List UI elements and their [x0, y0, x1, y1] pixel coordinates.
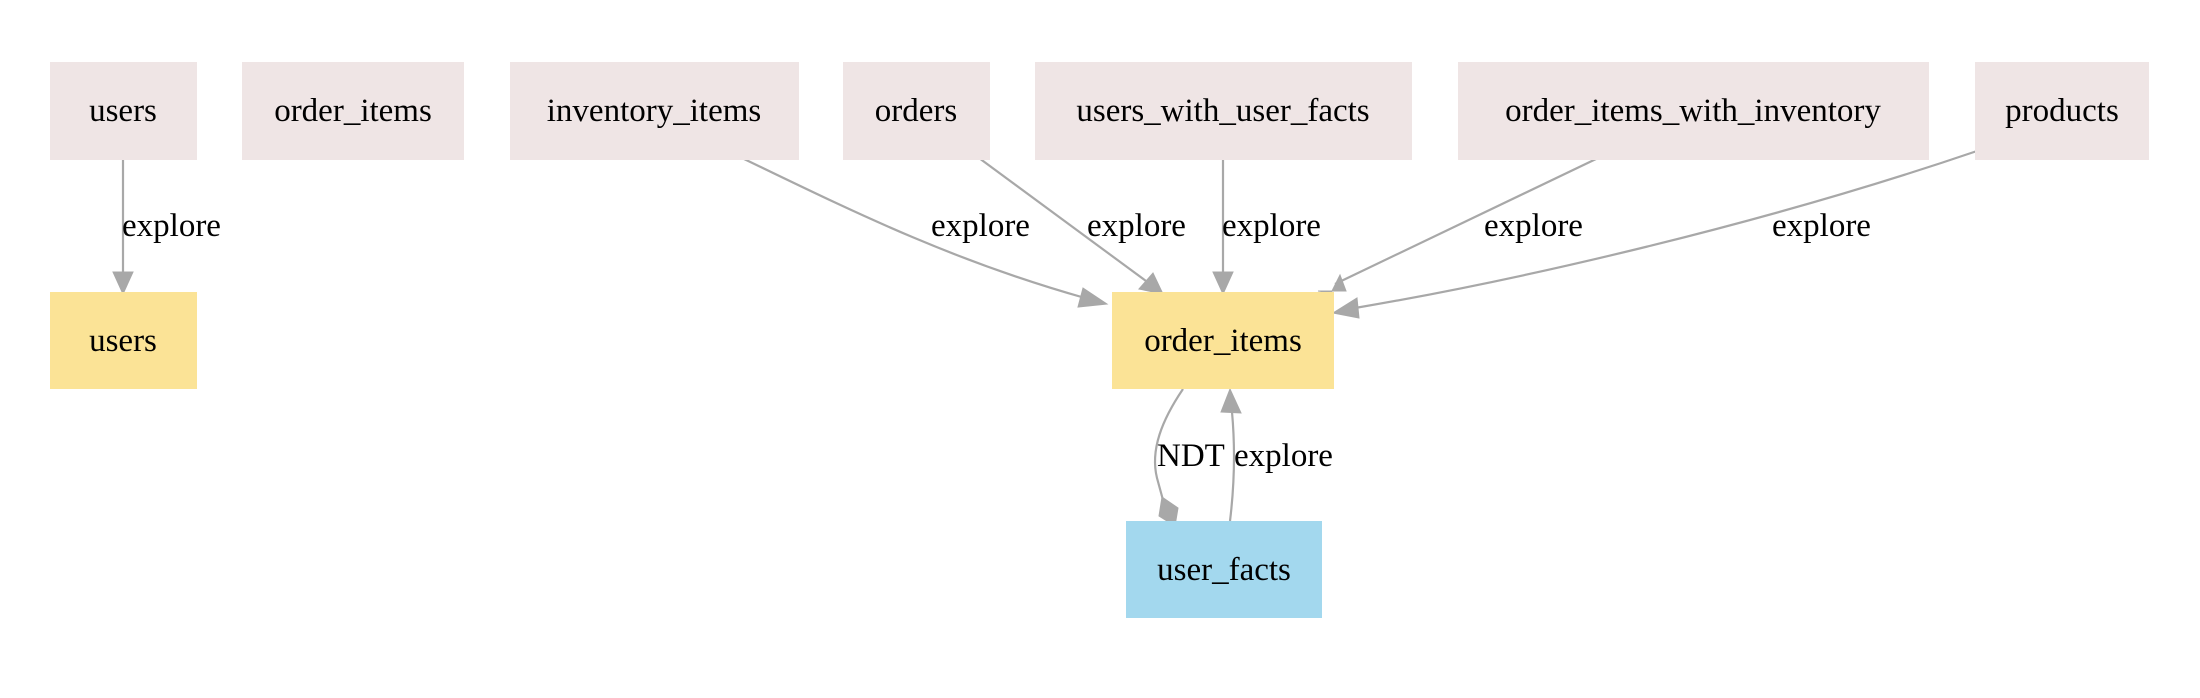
edge-label-products: explore — [1772, 208, 1871, 244]
node-order-items-with-inventory-explore[interactable]: order_items_with_inventory — [1458, 62, 1929, 160]
arrowhead-icon — [1220, 387, 1242, 414]
edge-label-order-items-with-inventory: explore — [1484, 208, 1583, 244]
arrowhead-icon — [1077, 287, 1109, 308]
edge-label-user-facts: explore — [1234, 438, 1333, 474]
node-label: users_with_user_facts — [1076, 93, 1369, 129]
edge-label-users: explore — [122, 208, 221, 244]
derived-nodes-row: user_facts — [1126, 521, 1322, 618]
node-label: products — [2005, 93, 2119, 129]
node-order-items-explore[interactable]: order_items — [242, 62, 464, 160]
edge-user-facts-to-order-items — [1228, 411, 1236, 522]
node-order-items-view[interactable]: order_items — [1112, 292, 1334, 389]
node-box — [1975, 62, 2149, 160]
arrowhead-icon — [1317, 273, 1347, 294]
node-box — [1112, 292, 1334, 389]
node-box — [1035, 62, 1412, 160]
edge-label-ndt: NDT — [1157, 438, 1225, 474]
node-box — [242, 62, 464, 160]
node-label: users — [89, 323, 157, 359]
node-inventory-items-explore[interactable]: inventory_items — [510, 62, 799, 160]
node-label: inventory_items — [547, 93, 761, 129]
node-orders-explore[interactable]: orders — [843, 62, 990, 160]
edge-order-items-to-user-facts-ndt — [1153, 388, 1184, 501]
node-products-explore[interactable]: products — [1975, 62, 2149, 160]
edge-products-to-order-items — [1354, 149, 1978, 310]
node-users-with-user-facts-explore[interactable]: users_with_user_facts — [1035, 62, 1412, 160]
edges — [112, 149, 1978, 527]
node-label: order_items_with_inventory — [1505, 93, 1881, 129]
node-box — [1458, 62, 1929, 160]
node-box — [843, 62, 990, 160]
explore-nodes-row: users order_items inventory_items orders… — [50, 62, 2149, 160]
edge-label-inventory-items: explore — [931, 208, 1030, 244]
arrowhead-icon — [1212, 271, 1234, 296]
node-label: users — [89, 93, 157, 129]
node-users-view[interactable]: users — [50, 292, 197, 389]
edge-order-items-with-inventory-to-order-items — [1334, 158, 1597, 285]
edge-inventory-items-to-order-items — [741, 157, 1086, 300]
arrowhead-icon — [1331, 297, 1360, 319]
node-label: user_facts — [1157, 552, 1291, 588]
arrowhead-icon — [1138, 272, 1164, 295]
node-users-explore[interactable]: users — [50, 62, 197, 160]
edge-orders-to-order-items — [978, 157, 1147, 282]
node-box — [50, 62, 197, 160]
node-label: order_items — [1144, 323, 1302, 359]
node-box — [510, 62, 799, 160]
node-label: order_items — [274, 93, 432, 129]
edge-label-users-with-user-facts: explore — [1222, 208, 1321, 244]
edge-labels: explore explore explore explore explore … — [122, 208, 1871, 474]
node-box — [1126, 521, 1322, 618]
edge-label-orders: explore — [1087, 208, 1186, 244]
node-label: orders — [875, 93, 957, 129]
arrowhead-icon — [112, 271, 134, 296]
node-box — [50, 292, 197, 389]
view-nodes-row: users order_items — [50, 292, 1334, 389]
node-user-facts[interactable]: user_facts — [1126, 521, 1322, 618]
